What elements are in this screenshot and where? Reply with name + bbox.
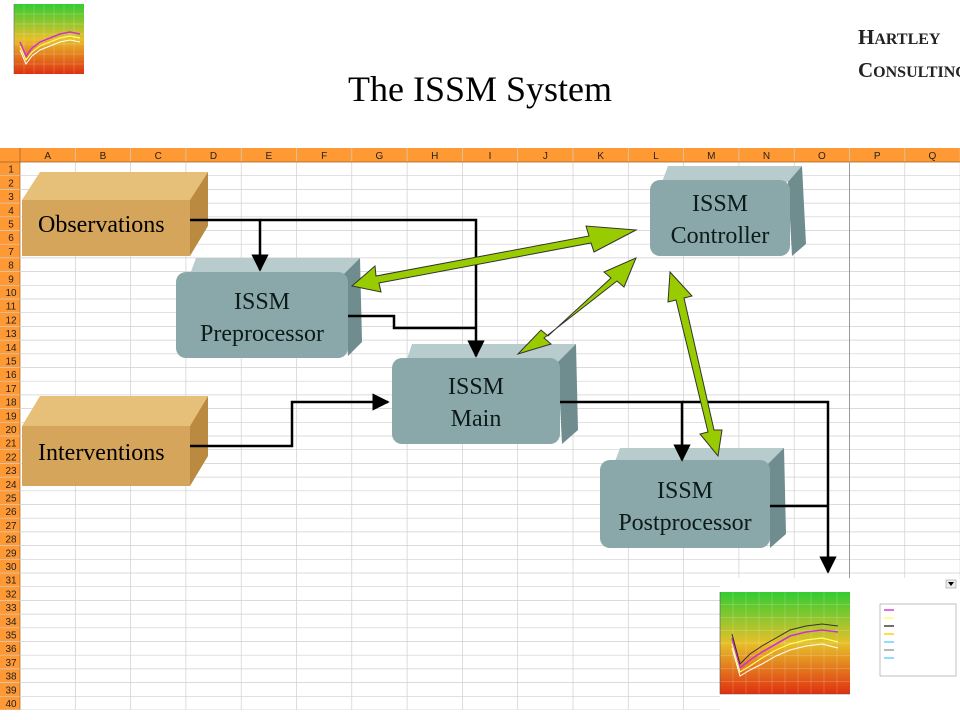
row-header-6: 6 bbox=[8, 233, 14, 244]
row-header-21: 21 bbox=[5, 439, 17, 450]
row-header-15: 15 bbox=[5, 357, 17, 368]
row-header-7: 7 bbox=[8, 247, 14, 258]
column-header-b: B bbox=[100, 151, 107, 162]
row-header-24: 24 bbox=[5, 480, 17, 491]
main-label: ISSM Main bbox=[447, 374, 505, 432]
column-header-h: H bbox=[431, 151, 438, 162]
controller-links bbox=[350, 225, 723, 458]
row-header-40: 40 bbox=[5, 699, 17, 710]
line-chart-thumbnail-icon bbox=[13, 4, 84, 74]
row-header-23: 23 bbox=[5, 466, 17, 477]
row-header-34: 34 bbox=[5, 617, 17, 628]
column-header-i: I bbox=[489, 151, 492, 162]
controller-box bbox=[650, 166, 806, 256]
column-header-f: F bbox=[321, 151, 327, 162]
interventions-label: Interventions bbox=[38, 440, 165, 466]
page-title: The ISSM System bbox=[347, 69, 613, 109]
row-header-20: 20 bbox=[5, 425, 17, 436]
column-header-p: P bbox=[874, 151, 881, 162]
row-header-31: 31 bbox=[5, 576, 17, 587]
row-header-28: 28 bbox=[5, 535, 17, 546]
row-header-27: 27 bbox=[5, 521, 17, 532]
row-header-26: 26 bbox=[5, 507, 17, 518]
column-header-n: N bbox=[763, 151, 770, 162]
row-header-11: 11 bbox=[6, 302, 17, 313]
row-header-17: 17 bbox=[5, 384, 17, 395]
preprocessor-label: ISSM Preprocessor bbox=[200, 289, 324, 347]
row-header-2: 2 bbox=[8, 178, 14, 189]
row-header-25: 25 bbox=[5, 494, 17, 505]
column-header-c: C bbox=[155, 151, 162, 162]
postprocessor-label: ISSM Postprocessor bbox=[618, 478, 752, 536]
column-header-e: E bbox=[266, 151, 273, 162]
row-header-5: 5 bbox=[8, 220, 14, 231]
row-header-39: 39 bbox=[5, 685, 17, 696]
row-header-16: 16 bbox=[5, 370, 17, 381]
column-header-d: D bbox=[210, 151, 217, 162]
row-header-9: 9 bbox=[8, 274, 14, 285]
column-header-l: L bbox=[653, 151, 659, 162]
column-header-g: G bbox=[376, 151, 384, 162]
row-header-8: 8 bbox=[8, 261, 14, 272]
row-header-37: 37 bbox=[5, 658, 17, 669]
row-header-12: 12 bbox=[5, 315, 17, 326]
row-header-32: 32 bbox=[5, 589, 17, 600]
observations-input-shape bbox=[22, 172, 208, 256]
column-header-m: M bbox=[707, 151, 715, 162]
column-header-k: K bbox=[597, 151, 604, 162]
row-header-22: 22 bbox=[5, 452, 17, 463]
row-header-18: 18 bbox=[5, 398, 17, 409]
postprocessor-box bbox=[600, 448, 786, 548]
data-flow-connectors bbox=[190, 218, 837, 574]
row-header-1: 1 bbox=[8, 165, 14, 176]
row-header-3: 3 bbox=[8, 192, 14, 203]
chart-window-icon bbox=[719, 578, 960, 710]
row-header-4: 4 bbox=[8, 206, 14, 217]
row-header-10: 10 bbox=[5, 288, 17, 299]
column-header-q: Q bbox=[929, 151, 937, 162]
row-header-36: 36 bbox=[5, 644, 17, 655]
preprocessor-box bbox=[176, 258, 362, 358]
row-header-19: 19 bbox=[5, 411, 17, 422]
controller-label: ISSM Controller bbox=[670, 191, 770, 249]
row-header-30: 30 bbox=[5, 562, 17, 573]
column-header-o: O bbox=[818, 151, 826, 162]
row-header-13: 13 bbox=[5, 329, 17, 340]
company-logo: HARTLEY CONSULTING bbox=[858, 25, 960, 82]
interventions-input-shape bbox=[22, 396, 208, 486]
row-header-38: 38 bbox=[5, 672, 17, 683]
column-header-j: J bbox=[543, 151, 548, 162]
observations-label: Observations bbox=[38, 212, 165, 238]
row-header-33: 33 bbox=[5, 603, 17, 614]
row-header-29: 29 bbox=[5, 548, 17, 559]
row-header-14: 14 bbox=[5, 343, 17, 354]
row-header-35: 35 bbox=[5, 631, 17, 642]
column-header-a: A bbox=[44, 151, 51, 162]
